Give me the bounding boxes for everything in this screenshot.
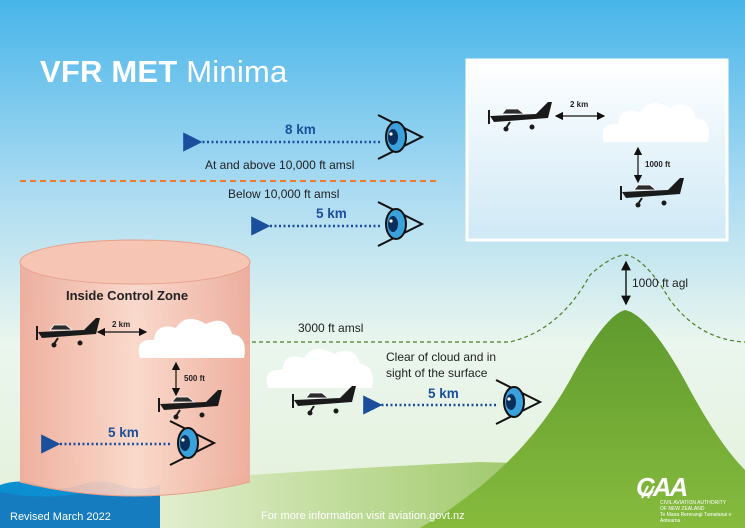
logo-line1: CIVIL AVIATION AUTHORITY: [660, 500, 727, 506]
terrain-clearance-label: 1000 ft agl: [632, 276, 689, 290]
lower-altitude-label: Below 10,000 ft amsl: [228, 187, 340, 201]
title-bold: VFR MET: [40, 54, 178, 89]
caa-logo-text: CIVIL AVIATION AUTHORITY OF NEW ZEALAND …: [660, 500, 740, 524]
control-zone-title: Inside Control Zone: [66, 288, 189, 303]
title-regular: Minima: [186, 54, 288, 89]
footer-info-link[interactable]: For more information visit aviation.govt…: [261, 510, 465, 522]
clear-of-cloud-line2: sight of the surface: [386, 366, 488, 380]
control-zone-vertical-label: 500 ft: [184, 374, 205, 383]
logo-icon: [641, 485, 655, 499]
logo-line2: OF NEW ZEALAND: [660, 506, 705, 512]
page-title: VFR MET Minima: [40, 54, 287, 90]
control-zone-horizontal-label: 2 km: [112, 320, 131, 329]
logo-line3: Te Mana Rererangi Tumatanui o Aotearoa: [660, 512, 732, 524]
control-zone-visibility-label: 5 km: [108, 425, 139, 440]
altitude-3000-label: 3000 ft amsl: [298, 321, 364, 335]
revised-date: Revised March 2022: [10, 511, 111, 523]
low-level-visibility-label: 5 km: [428, 386, 459, 401]
inset-horizontal-label: 2 km: [570, 100, 589, 109]
lower-visibility-label: 5 km: [316, 206, 347, 221]
upper-visibility-label: 8 km: [285, 122, 316, 137]
caa-logo-mark: CAA: [636, 472, 688, 502]
upper-altitude-label: At and above 10,000 ft amsl: [205, 158, 355, 172]
clear-of-cloud-line1: Clear of cloud and in: [386, 350, 497, 364]
inset-vertical-label: 1000 ft: [645, 160, 671, 169]
